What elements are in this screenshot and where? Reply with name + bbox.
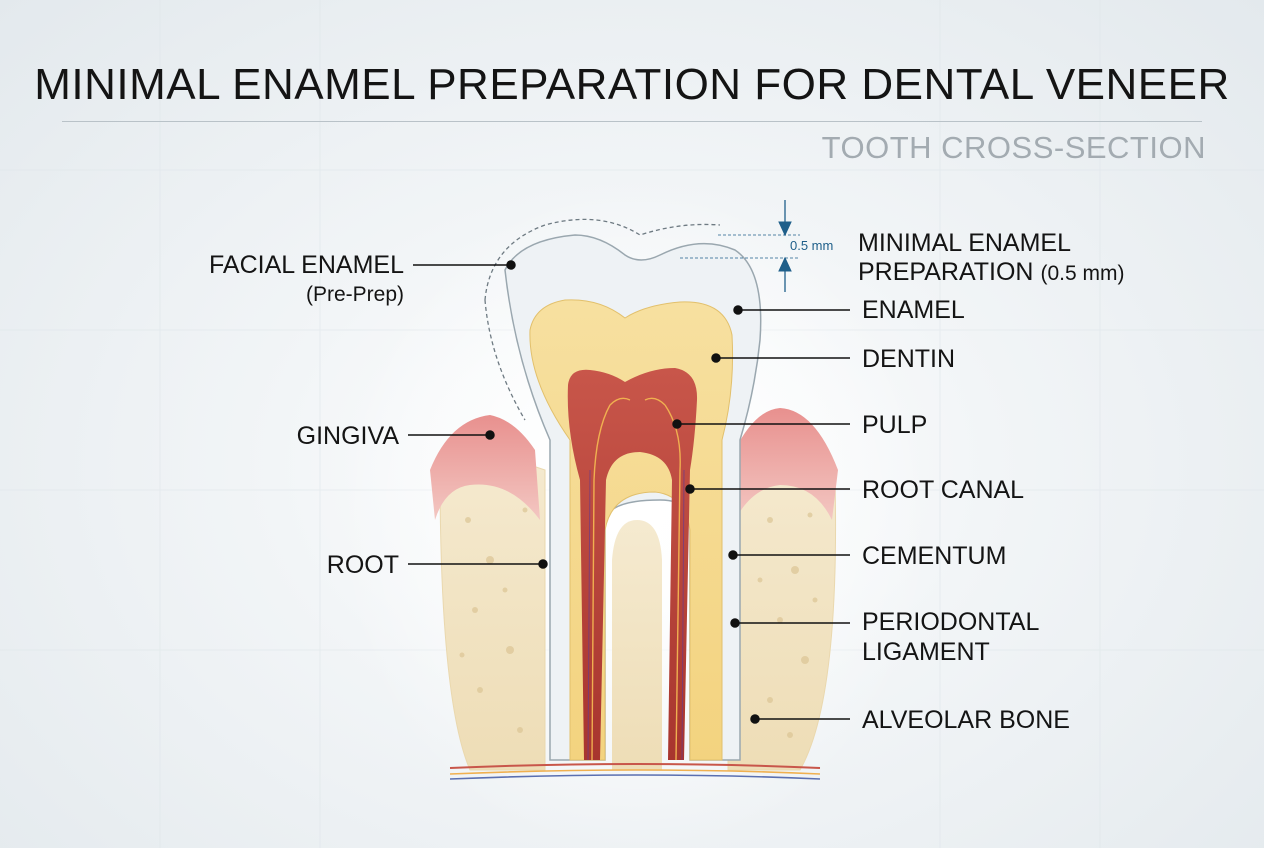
- title-divider: [62, 121, 1202, 122]
- label-facial-enamel: FACIAL ENAMEL: [209, 251, 404, 279]
- pre-prep-enamel-outline: [484, 218, 721, 301]
- interradicular-bone: [612, 520, 662, 770]
- gingiva-right: [735, 408, 838, 520]
- label-periodontal-line2: LIGAMENT: [862, 638, 990, 666]
- gingiva-left: [430, 415, 540, 520]
- label-root: ROOT: [326, 551, 399, 579]
- label-minimal-prep-line1: MINIMAL ENAMEL: [858, 229, 1072, 257]
- label-gingiva: GINGIVA: [296, 422, 399, 450]
- label-periodontal-line1: PERIODONTAL: [862, 608, 1040, 636]
- label-root-canal: ROOT CANAL: [862, 476, 1025, 504]
- label-alveolar-bone: ALVEOLAR BONE: [862, 706, 1070, 734]
- pre-prep-enamel-outline-lower: [484, 299, 526, 421]
- pulp-nerves: [591, 397, 681, 761]
- measurement-label: 0.5 mm: [790, 238, 834, 253]
- label-enamel: ENAMEL: [862, 296, 965, 324]
- page-title: MINIMAL ENAMEL PREPARATION FOR DENTAL VE…: [34, 60, 1230, 109]
- pulp-chamber: [567, 368, 698, 760]
- label-pulp: PULP: [862, 411, 928, 439]
- label-facial-enamel-note: (Pre-Prep): [305, 283, 404, 306]
- label-cementum: CEMENTUM: [862, 542, 1007, 570]
- leader-lines: [408, 260, 850, 724]
- measurement-indicator: [680, 200, 800, 292]
- label-dentin: DENTIN: [862, 345, 956, 373]
- base-vessels: [449, 763, 821, 780]
- label-minimal-prep-line2: PREPARATION: [858, 258, 1034, 286]
- page-subtitle: TOOTH CROSS-SECTION: [821, 130, 1206, 165]
- label-minimal-prep-note: (0.5 mm): [1040, 262, 1125, 285]
- pulp-vessels: [587, 469, 685, 761]
